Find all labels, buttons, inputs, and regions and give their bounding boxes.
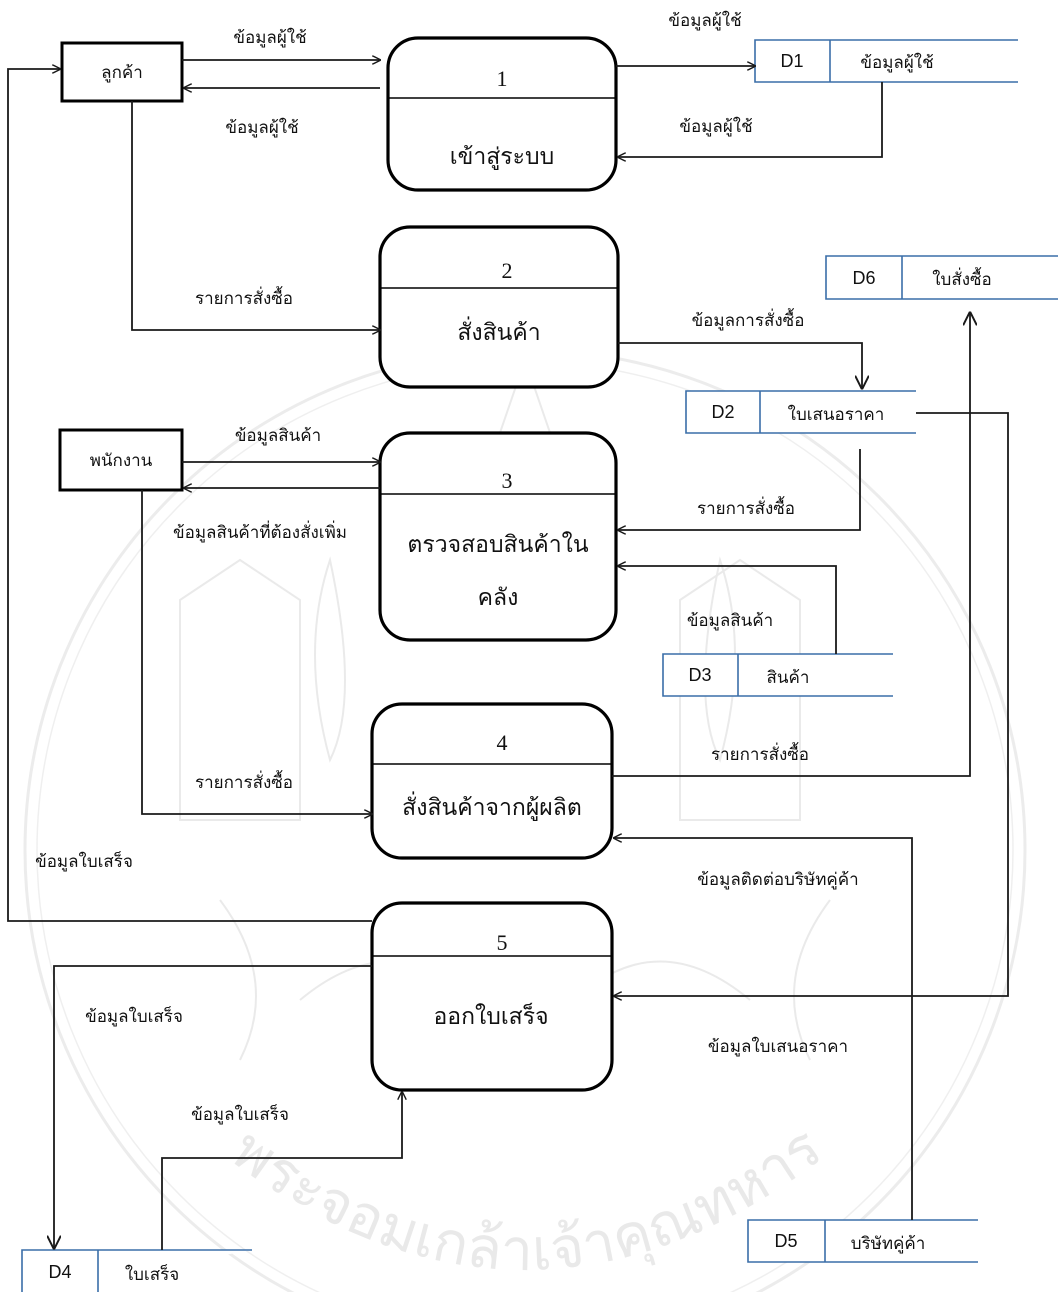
flow-p4-to-d6-label: รายการสั่งซื้อ (711, 742, 809, 765)
store-d4-name: ใบเสร็จ (125, 1263, 179, 1285)
flow-employee-to-p4-label: รายการสั่งซื้อ (195, 770, 293, 793)
entity-customer-label: ลูกค้า (101, 63, 143, 83)
store-d2-id: D2 (711, 402, 734, 422)
process-2-name: สั่งสินค้า (457, 316, 540, 346)
flow-d2-to-p3 (618, 449, 861, 530)
watermark-text: พระจอมเกล้าเจ้าคุณทหาร (220, 1113, 834, 1284)
flow-d2-to-p5-label: ข้อมูลใบเสนอราคา (708, 1036, 848, 1057)
flow-p5-to-d4-label: ข้อมูลใบเสร็จ (85, 1005, 183, 1027)
flow-customer-to-p2 (131, 101, 380, 330)
process-3: 3 ตรวจสอบสินค้าใน คลัง (378, 431, 618, 642)
process-5: 5 ออกใบเสร็จ (370, 901, 614, 1092)
flow-employee-to-p4 (141, 490, 372, 814)
flow-p5-to-customer-label: ข้อมูลใบเสร็จ (35, 850, 133, 872)
entity-customer: ลูกค้า (60, 41, 184, 103)
process-2-number: 2 (502, 258, 513, 283)
store-d6: D6 ใบสั่งซื้อ (825, 255, 1058, 300)
flow-customer-to-p2-label: รายการสั่งซื้อ (195, 286, 293, 309)
flow-p3-to-employee-label: ข้อมูลสินค้าที่ต้องสั่งเพิ่ม (173, 520, 347, 543)
store-d4-id: D4 (48, 1262, 71, 1282)
process-1: 1 เข้าสู่ระบบ (386, 36, 618, 192)
flow-d1-to-p1-label: ข้อมูลผู้ใช้ (679, 116, 752, 137)
process-4-number: 4 (497, 730, 508, 755)
flow-p1-to-d1-label: ข้อมูลผู้ใช้ (668, 10, 741, 31)
flow-d1-to-p1 (618, 82, 883, 157)
flow-p4-to-d6 (612, 313, 970, 777)
flow-d2-to-p5 (614, 412, 1009, 996)
store-d1-id: D1 (780, 51, 803, 71)
flow-d2-to-p3-label: รายการสั่งซื้อ (697, 496, 795, 519)
flow-employee-to-p3-label: ข้อมูลสินค้า (235, 426, 321, 446)
store-d2: D2 ใบเสนอราคา (685, 390, 916, 434)
store-d1: D1 ข้อมูลผู้ใช้ (754, 39, 1018, 83)
store-d3: D3 สินค้า (662, 653, 893, 697)
store-d6-id: D6 (852, 268, 875, 288)
process-2: 2 สั่งสินค้า (378, 225, 620, 389)
store-d3-name: สินค้า (767, 668, 810, 688)
process-3-name-line1: ตรวจสอบสินค้าใน (407, 531, 588, 558)
store-d3-id: D3 (688, 665, 711, 685)
process-5-name: ออกใบเสร็จ (433, 1001, 548, 1030)
flow-p2-to-d2-label: ข้อมูลการสั่งซื้อ (692, 308, 805, 331)
flow-customer-to-p1-label: ข้อมูลผู้ใช้ (233, 27, 306, 48)
entity-employee-label: พนักงาน (90, 451, 153, 471)
store-d5-id: D5 (774, 1231, 797, 1251)
store-d2-name: ใบเสนอราคา (788, 404, 885, 425)
store-d6-name: ใบสั่งซื้อ (932, 267, 992, 290)
flow-d5-to-p4-label: ข้อมูลติดต่อบริษัทคู่ค้า (697, 870, 858, 890)
process-1-name: เข้าสู่ระบบ (450, 144, 554, 170)
flow-p2-to-d2 (618, 342, 862, 388)
flow-d4-to-p5 (161, 1092, 402, 1250)
process-3-name-line2: คลัง (478, 585, 519, 611)
flow-d3-to-p3 (618, 566, 837, 654)
store-d5: D5 บริษัทคู่ค้า (747, 1219, 978, 1263)
flow-p1-to-customer-label: ข้อมูลผู้ใช้ (225, 117, 298, 138)
process-1-number: 1 (497, 66, 508, 91)
flow-p5-to-customer (7, 69, 372, 922)
process-4-name: สั่งสินค้าจากผู้ผลิต (402, 791, 582, 821)
store-d1-name: ข้อมูลผู้ใช้ (860, 52, 933, 73)
flow-d4-to-p5-label: ข้อมูลใบเสร็จ (191, 1103, 289, 1125)
flow-d5-to-p4 (614, 838, 913, 1220)
entity-employee: พนักงาน (58, 428, 184, 492)
process-3-number: 3 (502, 468, 513, 493)
store-d5-name: บริษัทคู่ค้า (851, 1234, 926, 1254)
flow-d3-to-p3-label: ข้อมูลสินค้า (687, 611, 773, 631)
store-d4: D4 ใบเสร็จ (21, 1249, 252, 1292)
process-5-number: 5 (497, 930, 508, 955)
flow-p5-to-d4 (54, 965, 372, 1248)
process-4: 4 สั่งสินค้าจากผู้ผลิต (370, 702, 614, 860)
